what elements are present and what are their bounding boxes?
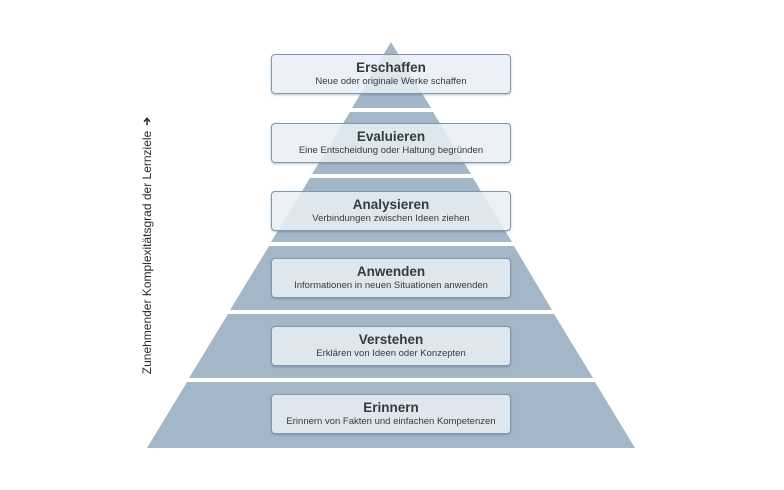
level-description: Erklären von Ideen oder Konzepten [316,348,466,359]
level-verstehen: Verstehen Erklären von Ideen oder Konzep… [271,326,511,366]
level-description: Neue oder originale Werke schaffen [315,76,467,87]
level-analysieren: Analysieren Verbindungen zwischen Ideen … [271,191,511,231]
level-anwenden: Anwenden Informationen in neuen Situatio… [271,258,511,298]
level-evaluieren: Evaluieren Eine Entscheidung oder Haltun… [271,123,511,163]
level-erinnern: Erinnern Erinnern von Fakten und einfach… [271,394,511,434]
level-description: Erinnern von Fakten und einfachen Kompet… [286,416,496,427]
level-description: Verbindungen zwischen Ideen ziehen [312,213,470,224]
level-title: Erschaffen [356,60,426,75]
level-description: Eine Entscheidung oder Haltung begründen [298,145,484,156]
level-erschaffen: Erschaffen Neue oder originale Werke sch… [271,54,511,94]
level-description: Informationen in neuen Situationen anwen… [294,280,488,291]
level-title: Anwenden [356,264,426,279]
arrow-up-icon [143,116,151,125]
pyramid-bands [147,42,635,448]
level-title: Analysieren [352,197,430,212]
level-title: Verstehen [358,332,424,347]
level-title: Erinnern [363,400,419,415]
level-title: Evaluieren [356,129,426,144]
axis-label-text: Zunehmender Komplexitätsgrad der Lernzie… [140,130,154,375]
